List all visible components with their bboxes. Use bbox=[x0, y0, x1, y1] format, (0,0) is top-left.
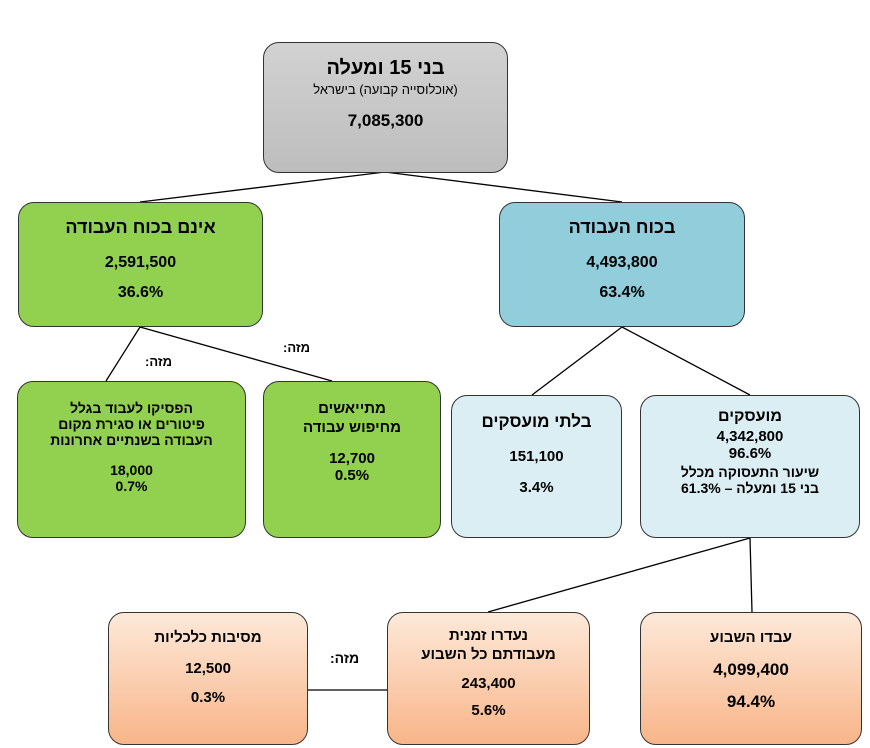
stopped-working-percent: 0.7% bbox=[115, 478, 148, 494]
stopped-working-line2: פיטורים או סגירת מקום bbox=[58, 416, 205, 432]
root-population-box: בני 15 ומעלה (אוכלוסייה קבועה) בישראל 7,… bbox=[263, 42, 508, 173]
employed-rate-line1: שיעור התעסוקה מכלל bbox=[680, 464, 820, 480]
not-in-labor-force-box: אינם בכוח העבודה 2,591,500 36.6% bbox=[18, 202, 263, 327]
in-labor-force-percent: 63.4% bbox=[599, 284, 645, 301]
stopped-working-box: הפסיקו לעבוד בגלל פיטורים או סגירת מקום … bbox=[17, 381, 246, 538]
stopped-working-value: 18,000 bbox=[110, 462, 153, 478]
not-in-labor-force-title: אינם בכוח העבודה bbox=[65, 217, 216, 237]
worked-this-week-box: עבדו השבוע 4,099,400 94.4% bbox=[640, 612, 862, 745]
connector-lf-unemployed bbox=[531, 326, 623, 396]
stopped-working-line3: העבודה בשנתיים אחרונות bbox=[50, 432, 213, 448]
root-value: 7,085,300 bbox=[347, 111, 424, 130]
unemployed-percent: 3.4% bbox=[519, 479, 554, 496]
connector-employed-worked bbox=[749, 537, 753, 613]
temporarily-absent-line2: מעבודתם כל השבוע bbox=[421, 646, 556, 663]
connector-root-left bbox=[139, 171, 386, 203]
discouraged-percent: 0.5% bbox=[334, 467, 370, 484]
employed-value: 4,342,800 bbox=[716, 428, 784, 445]
economic-reasons-value: 12,500 bbox=[185, 660, 231, 677]
of-which-note-absent: מזה: bbox=[330, 650, 360, 666]
connector-notlf-stopped bbox=[105, 326, 141, 382]
in-labor-force-title: בכוח העבודה bbox=[568, 217, 676, 237]
not-in-labor-force-value: 2,591,500 bbox=[104, 254, 177, 271]
stopped-working-line1: הפסיקו לעבוד בגלל bbox=[70, 400, 193, 416]
unemployed-title: בלתי מועסקים bbox=[481, 412, 592, 431]
discouraged-box: מתייאשים מחיפוש עבודה 12,700 0.5% bbox=[263, 381, 441, 538]
of-which-note-stopped: מזה: bbox=[145, 354, 173, 369]
employed-rate-line2: בני 15 ומעלה – 61.3% bbox=[681, 480, 819, 496]
temporarily-absent-line1: נעדרו זמנית bbox=[448, 627, 529, 644]
economic-reasons-title: מסיבות כלכליות bbox=[154, 629, 262, 646]
worked-this-week-percent: 94.4% bbox=[726, 692, 776, 711]
connector-employed-absent bbox=[487, 537, 751, 613]
economic-reasons-box: מסיבות כלכליות 12,500 0.3% bbox=[108, 612, 308, 745]
employed-box: מועסקים 4,342,800 96.6% שיעור התעסוקה מכ… bbox=[640, 395, 860, 538]
temporarily-absent-box: נעדרו זמנית מעבודתם כל השבוע 243,400 5.6… bbox=[387, 612, 590, 745]
in-labor-force-value: 4,493,800 bbox=[586, 254, 658, 271]
economic-reasons-percent: 0.3% bbox=[190, 689, 226, 706]
connector-root-right bbox=[384, 171, 623, 203]
not-in-labor-force-percent: 36.6% bbox=[117, 284, 164, 301]
worked-this-week-title: עבדו השבוע bbox=[710, 629, 792, 646]
root-subtitle: (אוכלוסייה קבועה) בישראל bbox=[313, 82, 458, 97]
employed-title: מועסקים bbox=[718, 408, 782, 425]
of-which-note-discouraged: מזה: bbox=[283, 340, 311, 355]
temporarily-absent-percent: 5.6% bbox=[471, 702, 506, 719]
employed-percent: 96.6% bbox=[728, 445, 772, 462]
discouraged-line1: מתייאשים bbox=[318, 400, 386, 417]
unemployed-box: בלתי מועסקים 151,100 3.4% bbox=[451, 395, 622, 538]
root-title: בני 15 ומעלה bbox=[326, 57, 445, 79]
connector-lf-employed bbox=[621, 326, 751, 396]
connector-notlf-discouraged bbox=[139, 326, 333, 382]
worked-this-week-value: 4,099,400 bbox=[713, 660, 789, 679]
unemployed-value: 151,100 bbox=[509, 448, 564, 465]
discouraged-line2: מחיפוש עבודה bbox=[303, 419, 401, 436]
temporarily-absent-value: 243,400 bbox=[461, 675, 516, 692]
in-labor-force-box: בכוח העבודה 4,493,800 63.4% bbox=[499, 202, 745, 327]
discouraged-value: 12,700 bbox=[329, 450, 375, 467]
